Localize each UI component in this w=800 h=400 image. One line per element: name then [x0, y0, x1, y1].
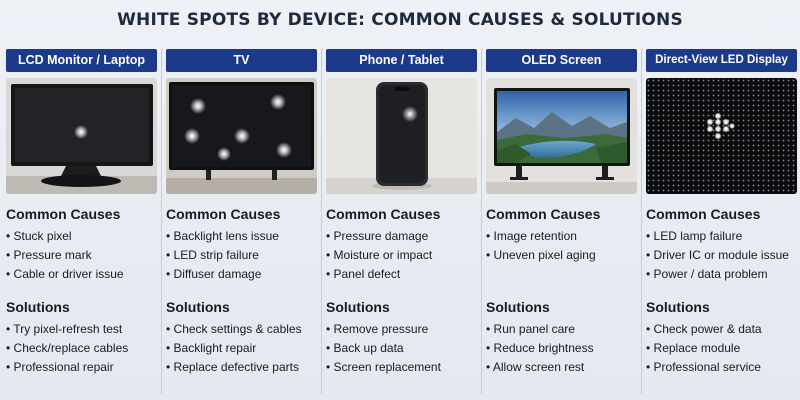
causes-heading: Common Causes — [6, 206, 121, 222]
causes-list: Pressure damage Moisture or impact Panel… — [326, 227, 477, 284]
device-header: TV — [166, 49, 317, 72]
causes-heading: Common Causes — [166, 206, 281, 222]
device-header: LCD Monitor / Laptop — [6, 49, 157, 72]
device-card-oled: OLED Screen — [486, 49, 637, 394]
causes-list: Stuck pixel Pressure mark Cable or drive… — [6, 227, 157, 284]
column-divider — [641, 49, 642, 394]
device-card-tv: TV Common Causes Backlight — [166, 49, 317, 394]
solution-item: Check/replace cables — [6, 339, 157, 358]
solutions-list: Check power & data Replace module Profes… — [646, 320, 797, 377]
device-header: Phone / Tablet — [326, 49, 477, 72]
column-divider — [481, 49, 482, 394]
cause-item: Diffuser damage — [166, 265, 317, 284]
cause-item: Image retention — [486, 227, 637, 246]
solution-item: Allow screen rest — [486, 358, 637, 377]
solution-item: Remove pressure — [326, 320, 477, 339]
solution-item: Backlight repair — [166, 339, 317, 358]
solution-item: Replace defective parts — [166, 358, 317, 377]
cause-item: LED strip failure — [166, 246, 317, 265]
column-divider — [321, 49, 322, 394]
cause-item: Uneven pixel aging — [486, 246, 637, 265]
column-divider — [161, 49, 162, 394]
solution-item: Run panel care — [486, 320, 637, 339]
cause-item: Pressure damage — [326, 227, 477, 246]
solution-item: Professional repair — [6, 358, 157, 377]
solution-item: Replace module — [646, 339, 797, 358]
cause-item: Backlight lens issue — [166, 227, 317, 246]
device-header: OLED Screen — [486, 49, 637, 72]
cause-item: LED lamp failure — [646, 227, 797, 246]
causes-heading: Common Causes — [326, 206, 441, 222]
causes-list: Backlight lens issue LED strip failure D… — [166, 227, 317, 284]
device-card-led: Direct-View LED Display — [646, 49, 797, 394]
page-title: WHITE SPOTS BY DEVICE: COMMON CAUSES & S… — [117, 10, 683, 30]
cause-item: Pressure mark — [6, 246, 157, 265]
device-card-phone: Phone / Tablet Common Causes Pressure da… — [326, 49, 477, 394]
cause-item: Power / data problem — [646, 265, 797, 284]
solution-item: Try pixel-refresh test — [6, 320, 157, 339]
cause-item: Moisture or impact — [326, 246, 477, 265]
solutions-list: Check settings & cables Backlight repair… — [166, 320, 317, 377]
solutions-list: Remove pressure Back up data Screen repl… — [326, 320, 477, 377]
solutions-heading: Solutions — [646, 299, 710, 315]
solutions-heading: Solutions — [166, 299, 230, 315]
solution-item: Check settings & cables — [166, 320, 317, 339]
lcd-monitor-photo — [6, 78, 157, 194]
cause-item: Cable or driver issue — [6, 265, 157, 284]
solution-item: Screen replacement — [326, 358, 477, 377]
oled-screen-photo — [486, 78, 637, 194]
solution-item: Reduce brightness — [486, 339, 637, 358]
causes-heading: Common Causes — [646, 206, 761, 222]
causes-list: LED lamp failure Driver IC or module iss… — [646, 227, 797, 284]
solutions-heading: Solutions — [326, 299, 390, 315]
device-card-lcd: LCD Monitor / Laptop Common Causes Stuck… — [6, 49, 157, 394]
causes-heading: Common Causes — [486, 206, 601, 222]
led-display-photo — [646, 78, 797, 194]
solution-item: Professional service — [646, 358, 797, 377]
cause-item: Panel defect — [326, 265, 477, 284]
tv-photo — [166, 78, 317, 194]
phone-photo — [326, 78, 477, 194]
solutions-heading: Solutions — [486, 299, 550, 315]
cause-item: Driver IC or module issue — [646, 246, 797, 265]
causes-list: Image retention Uneven pixel aging — [486, 227, 637, 265]
cause-item: Stuck pixel — [6, 227, 157, 246]
solution-item: Back up data — [326, 339, 477, 358]
solutions-list: Try pixel-refresh test Check/replace cab… — [6, 320, 157, 377]
solutions-list: Run panel care Reduce brightness Allow s… — [486, 320, 637, 377]
device-header: Direct-View LED Display — [646, 49, 797, 72]
solution-item: Check power & data — [646, 320, 797, 339]
solutions-heading: Solutions — [6, 299, 70, 315]
